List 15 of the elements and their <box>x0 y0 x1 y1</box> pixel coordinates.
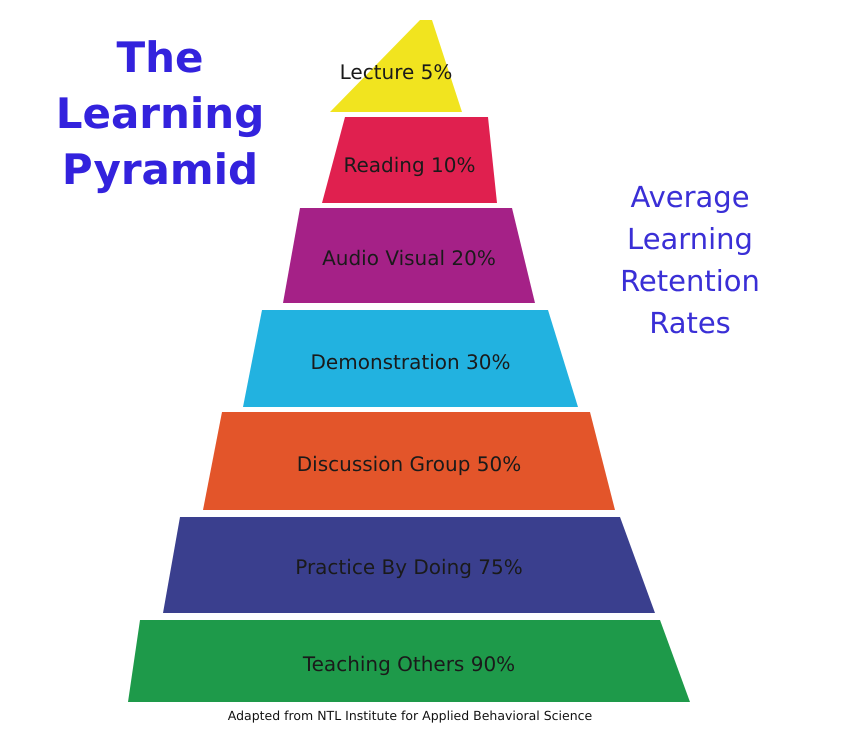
tier-label: Reading 10% <box>342 153 476 177</box>
tier-label: Practice By Doing 75% <box>294 555 524 579</box>
tier-label: Audio Visual 20% <box>321 246 497 270</box>
source-caption: Adapted from NTL Institute for Applied Behavioral Science <box>226 708 594 723</box>
pyramid-tier <box>322 117 497 203</box>
tier-label: Demonstration 30% <box>310 350 512 374</box>
title: The Learning Pyramid <box>54 32 266 196</box>
side-heading: Average Learning Retention Rates <box>619 179 761 342</box>
pyramid-tier <box>243 310 578 407</box>
pyramid-tier <box>128 620 690 702</box>
pyramid-tier <box>163 517 655 613</box>
pyramid-tier <box>283 208 535 303</box>
tier-label: Discussion Group 50% <box>296 452 522 476</box>
tier-label: Teaching Others 90% <box>302 652 516 676</box>
pyramid-tier <box>203 412 615 510</box>
